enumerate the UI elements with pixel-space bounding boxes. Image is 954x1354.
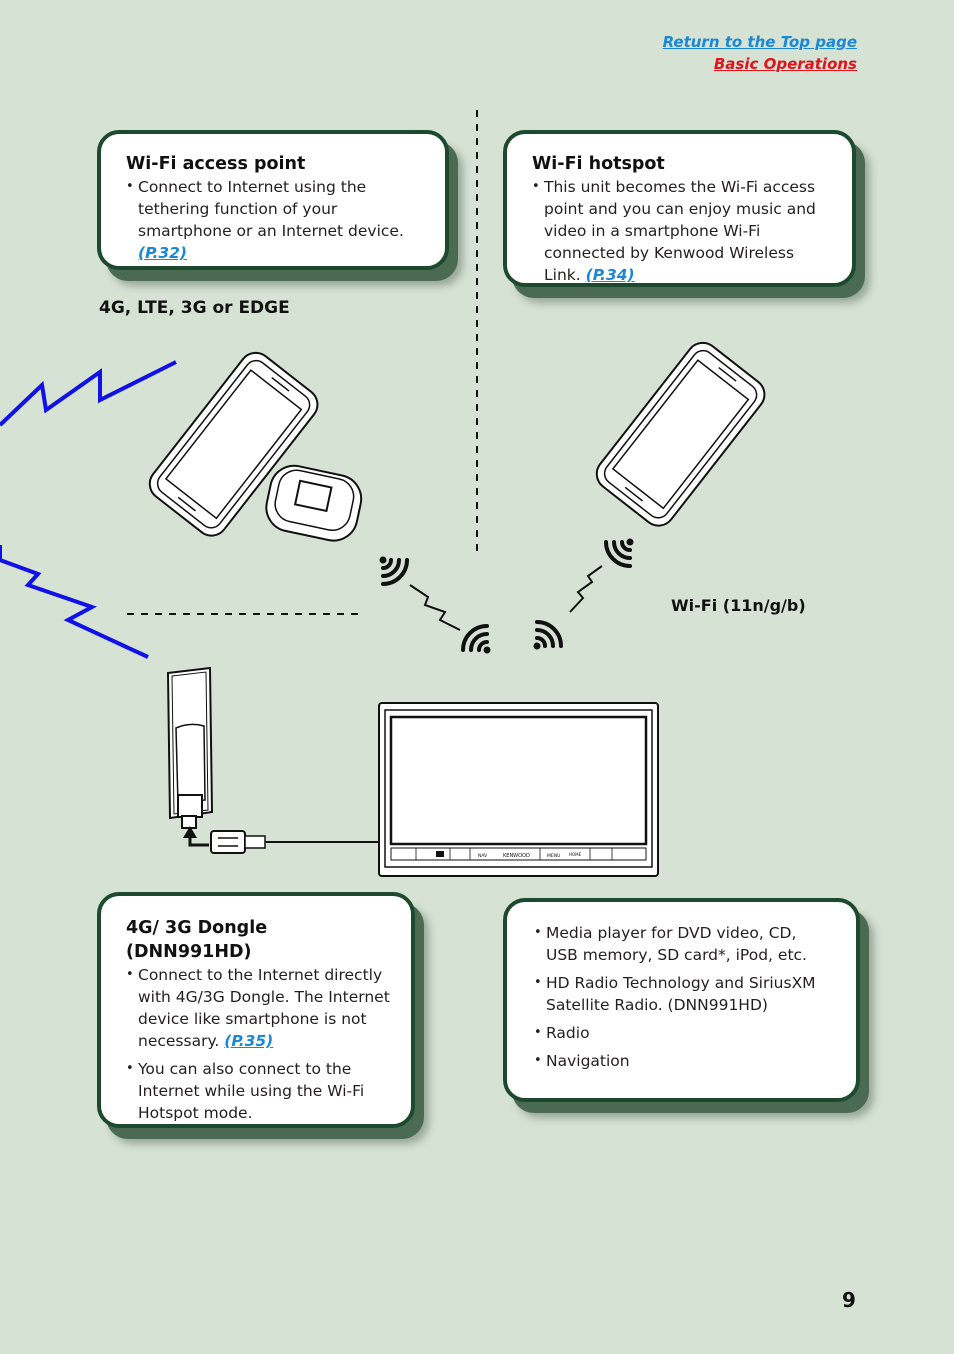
ref-link-p32[interactable]: (P.32)	[138, 244, 187, 262]
network-type-label: 4G, LTE, 3G or EDGE	[99, 298, 290, 318]
list-item: You can also connect to the Internet whi…	[126, 1058, 391, 1124]
wifi-signal-icon	[461, 624, 491, 654]
connect-arrow-icon	[183, 826, 209, 847]
wifi-hotspot-callout: Wi-Fi hotspot This unit becomes the Wi-F…	[503, 130, 856, 287]
list-item: Media player for DVD video, CD, USB memo…	[534, 922, 826, 966]
wifi-signal-icon	[379, 556, 409, 586]
list-item: Connect to Internet using the tethering …	[126, 176, 425, 264]
wifi-link-zigzag	[569, 565, 603, 613]
wifi-access-point-callout: Wi-Fi access point Connect to Internet u…	[97, 130, 449, 270]
page-number: 9	[842, 1288, 856, 1312]
list-item: Radio	[534, 1022, 826, 1044]
wifi-access-point-text: Connect to Internet using the tethering …	[138, 178, 404, 240]
list-item: Navigation	[534, 1050, 826, 1072]
dongle-callout: 4G/ 3G Dongle (DNN991HD) Connect to the …	[97, 892, 415, 1128]
basic-operations-link[interactable]: Basic Operations	[713, 55, 857, 73]
wifi-access-point-title: Wi-Fi access point	[126, 154, 306, 174]
head-unit-brand-label: KENWOOD	[503, 853, 530, 859]
cellular-signal-icon	[0, 545, 149, 659]
head-unit-nav-label: NAV	[478, 853, 488, 859]
smartphone-icon	[148, 351, 319, 537]
dongle-item1-text: Connect to the Internet directly with 4G…	[138, 966, 390, 1050]
head-unit-menu-label: MENU	[547, 853, 560, 859]
head-unit-device: NAV KENWOOD MENU HOME	[378, 702, 659, 877]
top-links: Return to the Top page Basic Operations	[663, 31, 857, 75]
head-unit-home-label: HOME	[569, 852, 582, 857]
wifi-hotspot-title: Wi-Fi hotspot	[532, 154, 665, 174]
wifi-signal-icon	[533, 620, 563, 650]
list-item: Connect to the Internet directly with 4G…	[126, 964, 391, 1052]
usb-cable-icon	[210, 830, 384, 854]
list-item: HD Radio Technology and SiriusXM Satelli…	[534, 972, 826, 1016]
wifi-link-zigzag	[409, 584, 461, 631]
features-callout: Media player for DVD video, CD, USB memo…	[503, 898, 860, 1102]
ref-link-p35[interactable]: (P.35)	[224, 1032, 274, 1050]
cellular-signal-icon	[0, 360, 177, 427]
return-to-top-link[interactable]: Return to the Top page	[662, 33, 857, 51]
wifi-hotspot-text: This unit becomes the Wi-Fi access point…	[544, 178, 816, 284]
mobile-router-icon	[265, 464, 363, 542]
smartphone-icon	[595, 341, 766, 527]
dongle-title: 4G/ 3G Dongle (DNN991HD)	[126, 918, 268, 962]
usb-dongle-icon	[166, 666, 214, 829]
ref-link-p34[interactable]: (P.34)	[585, 266, 635, 284]
list-item: This unit becomes the Wi-Fi access point…	[532, 176, 832, 286]
wifi-signal-icon	[604, 538, 634, 568]
wifi-standard-label: Wi-Fi (11n/g/b)	[671, 596, 806, 615]
